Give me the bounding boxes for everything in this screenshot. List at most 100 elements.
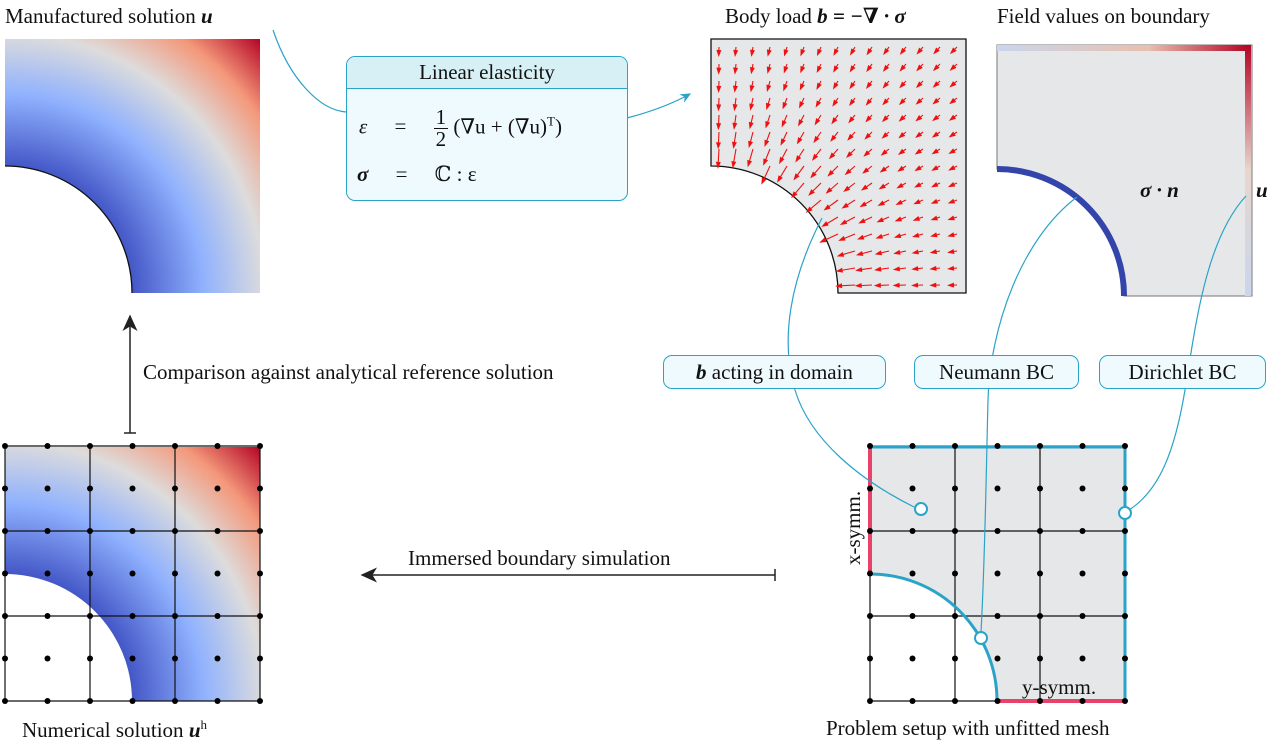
body-load-arrows bbox=[715, 46, 958, 289]
load-arrowhead bbox=[875, 233, 883, 239]
domain-point-marker bbox=[914, 502, 928, 516]
load-arrow bbox=[840, 284, 856, 287]
mesh-node bbox=[87, 655, 93, 662]
load-arrowhead bbox=[716, 85, 722, 93]
load-arrowhead bbox=[766, 66, 772, 74]
load-arrowhead bbox=[930, 232, 938, 238]
load-arrowhead bbox=[866, 48, 873, 56]
mesh-node bbox=[867, 485, 873, 492]
label-dirichlet-bc: Dirichlet BC bbox=[1099, 355, 1266, 389]
load-arrowhead bbox=[898, 115, 906, 122]
top-boundary-values bbox=[997, 45, 1249, 51]
load-arrow bbox=[859, 267, 873, 271]
load-arrowhead bbox=[716, 123, 722, 131]
load-arrowhead bbox=[911, 249, 919, 255]
load-arrowhead bbox=[949, 47, 957, 55]
load-arrowhead bbox=[898, 131, 906, 139]
mesh-node bbox=[44, 443, 51, 449]
load-arrowhead bbox=[892, 266, 901, 272]
load-arrowhead bbox=[915, 131, 923, 139]
load-arrowhead bbox=[915, 98, 923, 105]
load-arrowhead bbox=[847, 133, 854, 141]
load-arrowhead bbox=[849, 82, 856, 90]
load-arrowhead bbox=[732, 122, 738, 130]
mesh-node bbox=[909, 698, 916, 704]
mesh-node bbox=[1079, 570, 1086, 577]
mesh-node bbox=[994, 528, 1001, 534]
problem-setup-title: Problem setup with unfitted mesh bbox=[826, 716, 1110, 740]
mesh-node bbox=[172, 655, 178, 662]
load-arrowhead bbox=[949, 64, 957, 71]
load-arrowhead bbox=[799, 83, 805, 91]
load-arrowhead bbox=[930, 215, 938, 221]
load-arrowhead bbox=[844, 168, 852, 176]
load-arrowhead bbox=[947, 215, 955, 221]
mesh-node bbox=[214, 655, 221, 662]
load-arrowhead bbox=[815, 100, 822, 108]
load-arrowhead bbox=[813, 135, 820, 144]
load-arrowhead bbox=[748, 140, 753, 149]
load-arrow bbox=[748, 148, 754, 163]
load-arrowhead bbox=[932, 98, 940, 105]
load-arrowhead bbox=[899, 64, 906, 72]
load-arrowhead bbox=[810, 171, 817, 179]
right-boundary-values bbox=[1245, 45, 1251, 296]
load-arrowhead bbox=[848, 116, 855, 124]
mesh-node bbox=[1037, 613, 1043, 619]
load-arrowhead bbox=[893, 249, 901, 255]
load-arrowhead bbox=[881, 132, 889, 139]
mesh-node bbox=[2, 443, 8, 449]
load-arrowhead bbox=[947, 198, 956, 204]
mesh-node bbox=[214, 443, 221, 449]
load-arrowhead bbox=[896, 182, 904, 189]
comparison-label: Comparison against analytical reference … bbox=[143, 360, 554, 384]
load-arrowhead bbox=[814, 118, 821, 126]
load-arrowhead bbox=[761, 177, 767, 185]
load-arrowhead bbox=[874, 266, 882, 272]
load-arrowhead bbox=[827, 169, 835, 177]
load-arrowhead bbox=[893, 233, 902, 239]
load-arrowhead bbox=[854, 283, 862, 289]
load-arrowhead bbox=[856, 234, 865, 240]
load-arrowhead bbox=[765, 102, 771, 111]
load-arrowhead bbox=[800, 48, 806, 57]
load-arrowhead bbox=[947, 282, 955, 288]
mesh-node bbox=[87, 528, 93, 534]
load-arrowhead bbox=[832, 82, 839, 90]
mesh-node bbox=[1037, 485, 1043, 492]
load-arrow bbox=[793, 182, 805, 195]
mesh-node bbox=[952, 528, 958, 534]
mesh-node bbox=[867, 528, 873, 534]
load-arrowhead bbox=[843, 185, 851, 193]
neumann-point-marker bbox=[974, 631, 988, 645]
mesh-node bbox=[1122, 655, 1128, 662]
mesh-node bbox=[1079, 655, 1086, 662]
load-arrowhead bbox=[747, 159, 753, 168]
u-boundary-label: u bbox=[1256, 178, 1268, 202]
mesh-node bbox=[214, 613, 221, 619]
load-arrowhead bbox=[929, 249, 938, 255]
load-arrowhead bbox=[716, 49, 722, 57]
load-arrowhead bbox=[948, 165, 956, 171]
load-arrowhead bbox=[800, 65, 806, 74]
neumann-boundary-values bbox=[996, 166, 1127, 297]
label-neumann-bc: Neumann BC bbox=[914, 355, 1079, 389]
mesh-node bbox=[257, 443, 263, 449]
mesh-node bbox=[952, 485, 958, 492]
load-arrowhead bbox=[733, 49, 739, 57]
mesh-node bbox=[214, 698, 221, 704]
load-arrow bbox=[717, 131, 720, 145]
load-arrowhead bbox=[930, 198, 939, 204]
mesh-node bbox=[172, 613, 178, 619]
load-arrowhead bbox=[899, 47, 907, 55]
body-load-title: Body load b = −∇ · σ bbox=[725, 4, 906, 28]
load-arrowhead bbox=[733, 67, 739, 75]
field-values-plot bbox=[996, 44, 1253, 297]
mesh-node bbox=[1079, 485, 1086, 492]
load-arrowhead bbox=[913, 199, 921, 205]
mesh-node bbox=[867, 613, 873, 619]
mesh-node bbox=[172, 485, 178, 492]
load-arrowhead bbox=[878, 183, 886, 190]
mesh-node bbox=[172, 570, 178, 577]
connector-box-to-load bbox=[626, 93, 692, 119]
